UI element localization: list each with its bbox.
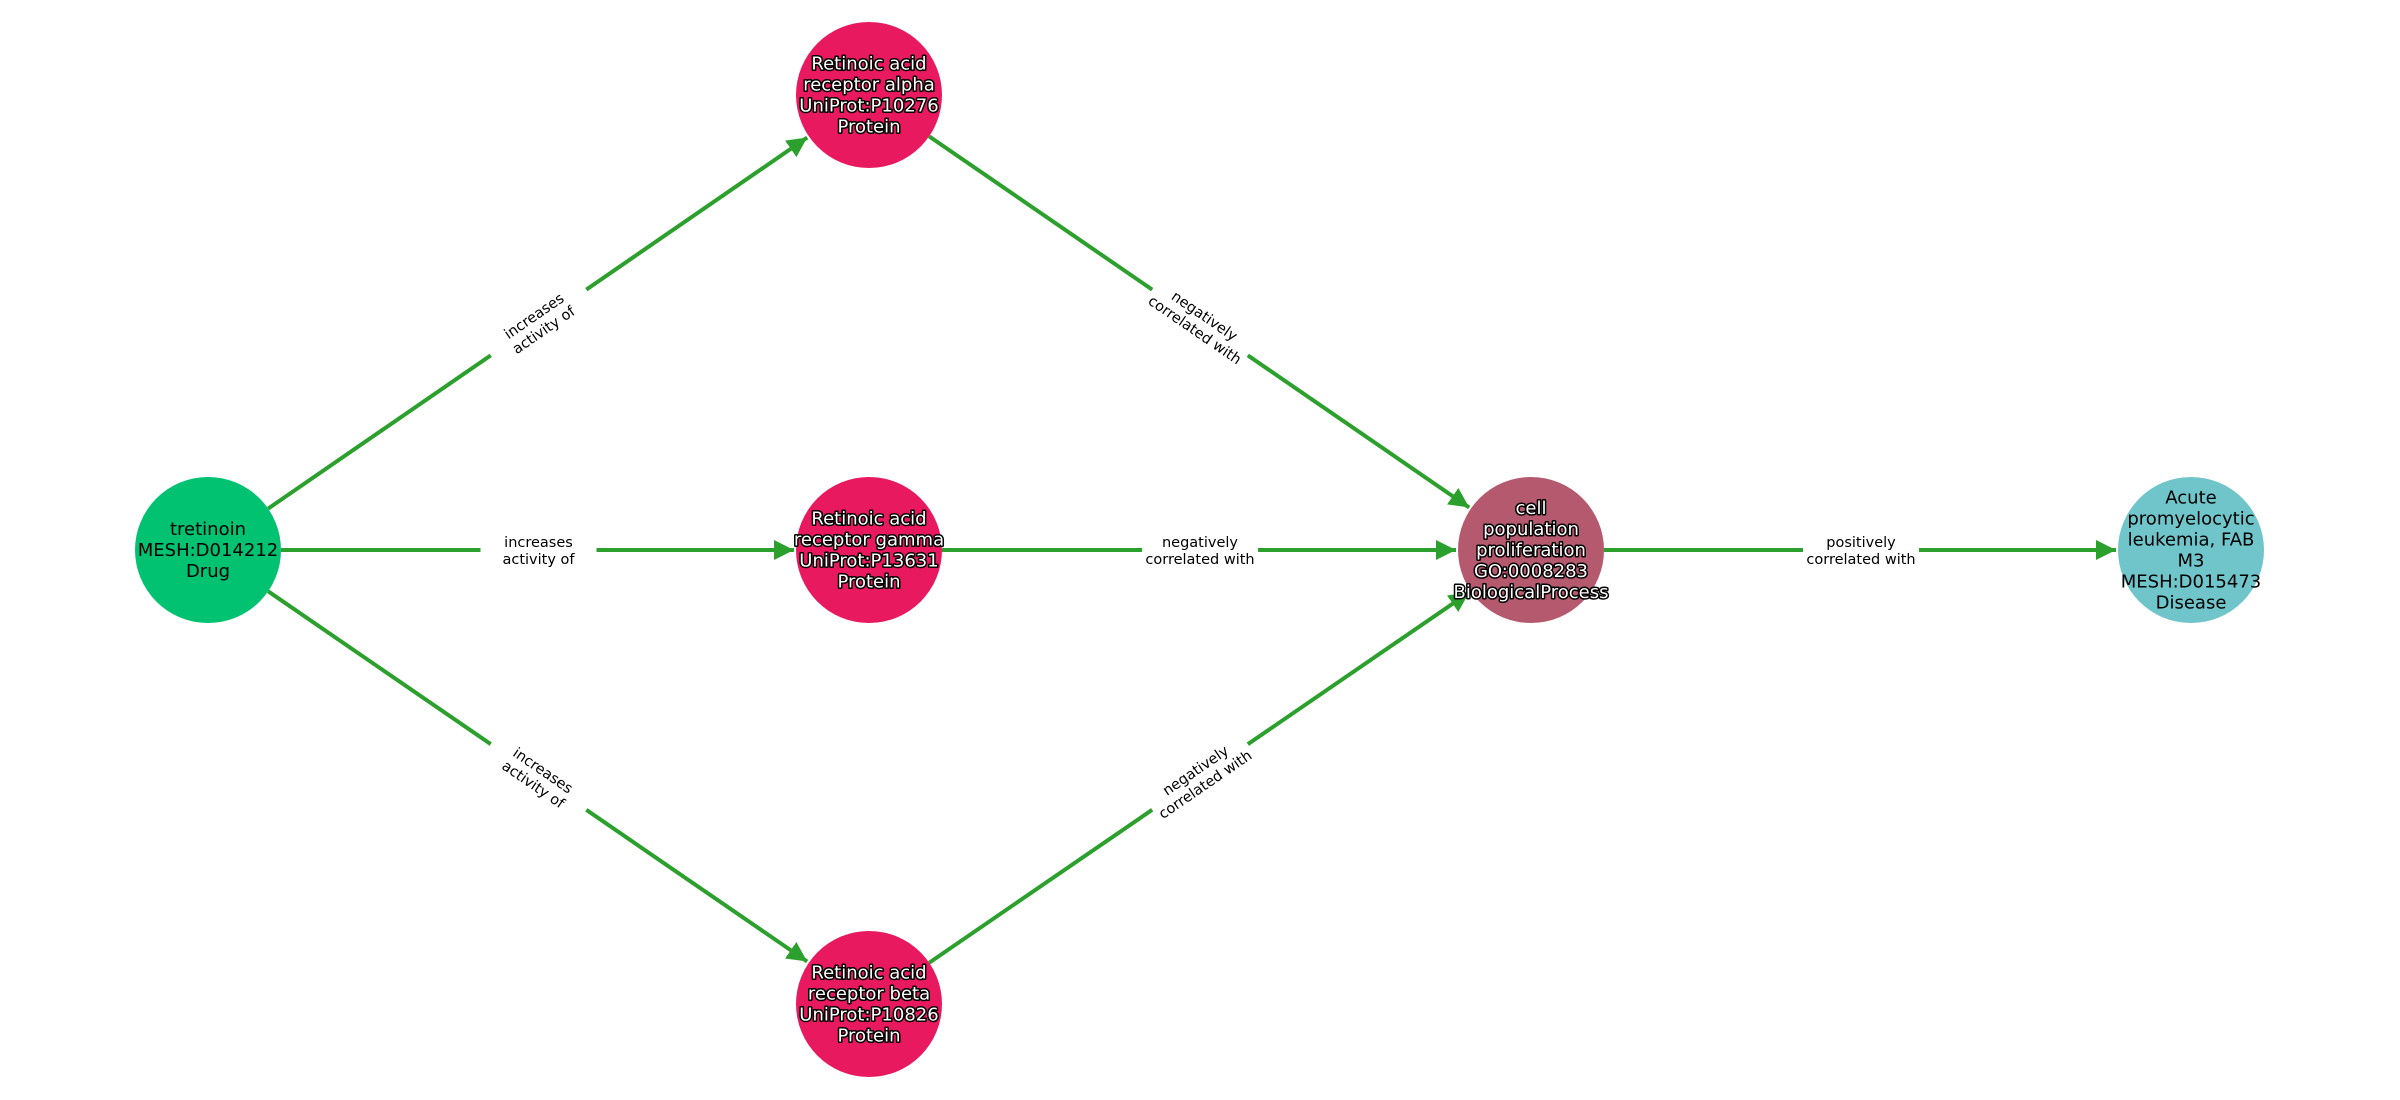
node-label-line: MESH:D014212 [138, 540, 279, 561]
node-label-line: receptor beta [808, 984, 930, 1005]
node-label-line: Protein [837, 1026, 900, 1047]
node-label-line: MESH:D015473 [2121, 572, 2262, 593]
edge-label-line: correlated with [1145, 552, 1254, 568]
node-label-line: Disease [2156, 593, 2227, 614]
node-label-line: leukemia, FAB [2128, 530, 2255, 551]
node-circle[interactable] [796, 22, 942, 168]
node-label-line: BiologicalProcess [1453, 582, 1608, 603]
node-label-line: promyelocytic [2127, 509, 2254, 530]
node-label-line: Protein [837, 572, 900, 593]
node-label-line: UniProt:P13631 [799, 551, 938, 572]
node-label-line: Protein [837, 117, 900, 138]
edge-label-line: correlated with [1806, 552, 1915, 568]
node-circle[interactable] [796, 931, 942, 1077]
edge-label-line: activity of [502, 552, 575, 568]
node-label-line: M3 [2178, 551, 2205, 572]
node-label-line: tretinoin [170, 519, 246, 540]
node-circle[interactable] [135, 477, 281, 623]
node-label-line: receptor alpha [803, 75, 935, 96]
edge-label-line: negatively [1162, 535, 1238, 551]
node-circle[interactable] [1458, 477, 1604, 623]
node-label-line: UniProt:P10276 [799, 96, 938, 117]
node-label-line: Drug [186, 561, 230, 582]
edge-label-line: positively [1826, 535, 1896, 551]
node-label-line: Retinoic acid [811, 54, 926, 75]
node-label-line: Retinoic acid [811, 509, 926, 530]
node-cellprolif[interactable]: cellpopulationproliferationGO:0008283Bio… [1452, 477, 1610, 623]
node-circle[interactable] [2118, 477, 2264, 623]
node-label-line: Acute [2165, 488, 2216, 509]
node-label-line: receptor gamma [794, 530, 944, 551]
node-circle[interactable] [796, 477, 942, 623]
node-label-line: Retinoic acid [811, 963, 926, 984]
node-label-line: cell [1516, 498, 1547, 519]
node-label-line: population [1483, 519, 1579, 540]
node-label-line: UniProt:P10826 [799, 1005, 938, 1026]
node-label-line: proliferation [1476, 540, 1586, 561]
node-label-line: GO:0008283 [1474, 561, 1588, 582]
edge-label-line: increases [504, 535, 573, 551]
